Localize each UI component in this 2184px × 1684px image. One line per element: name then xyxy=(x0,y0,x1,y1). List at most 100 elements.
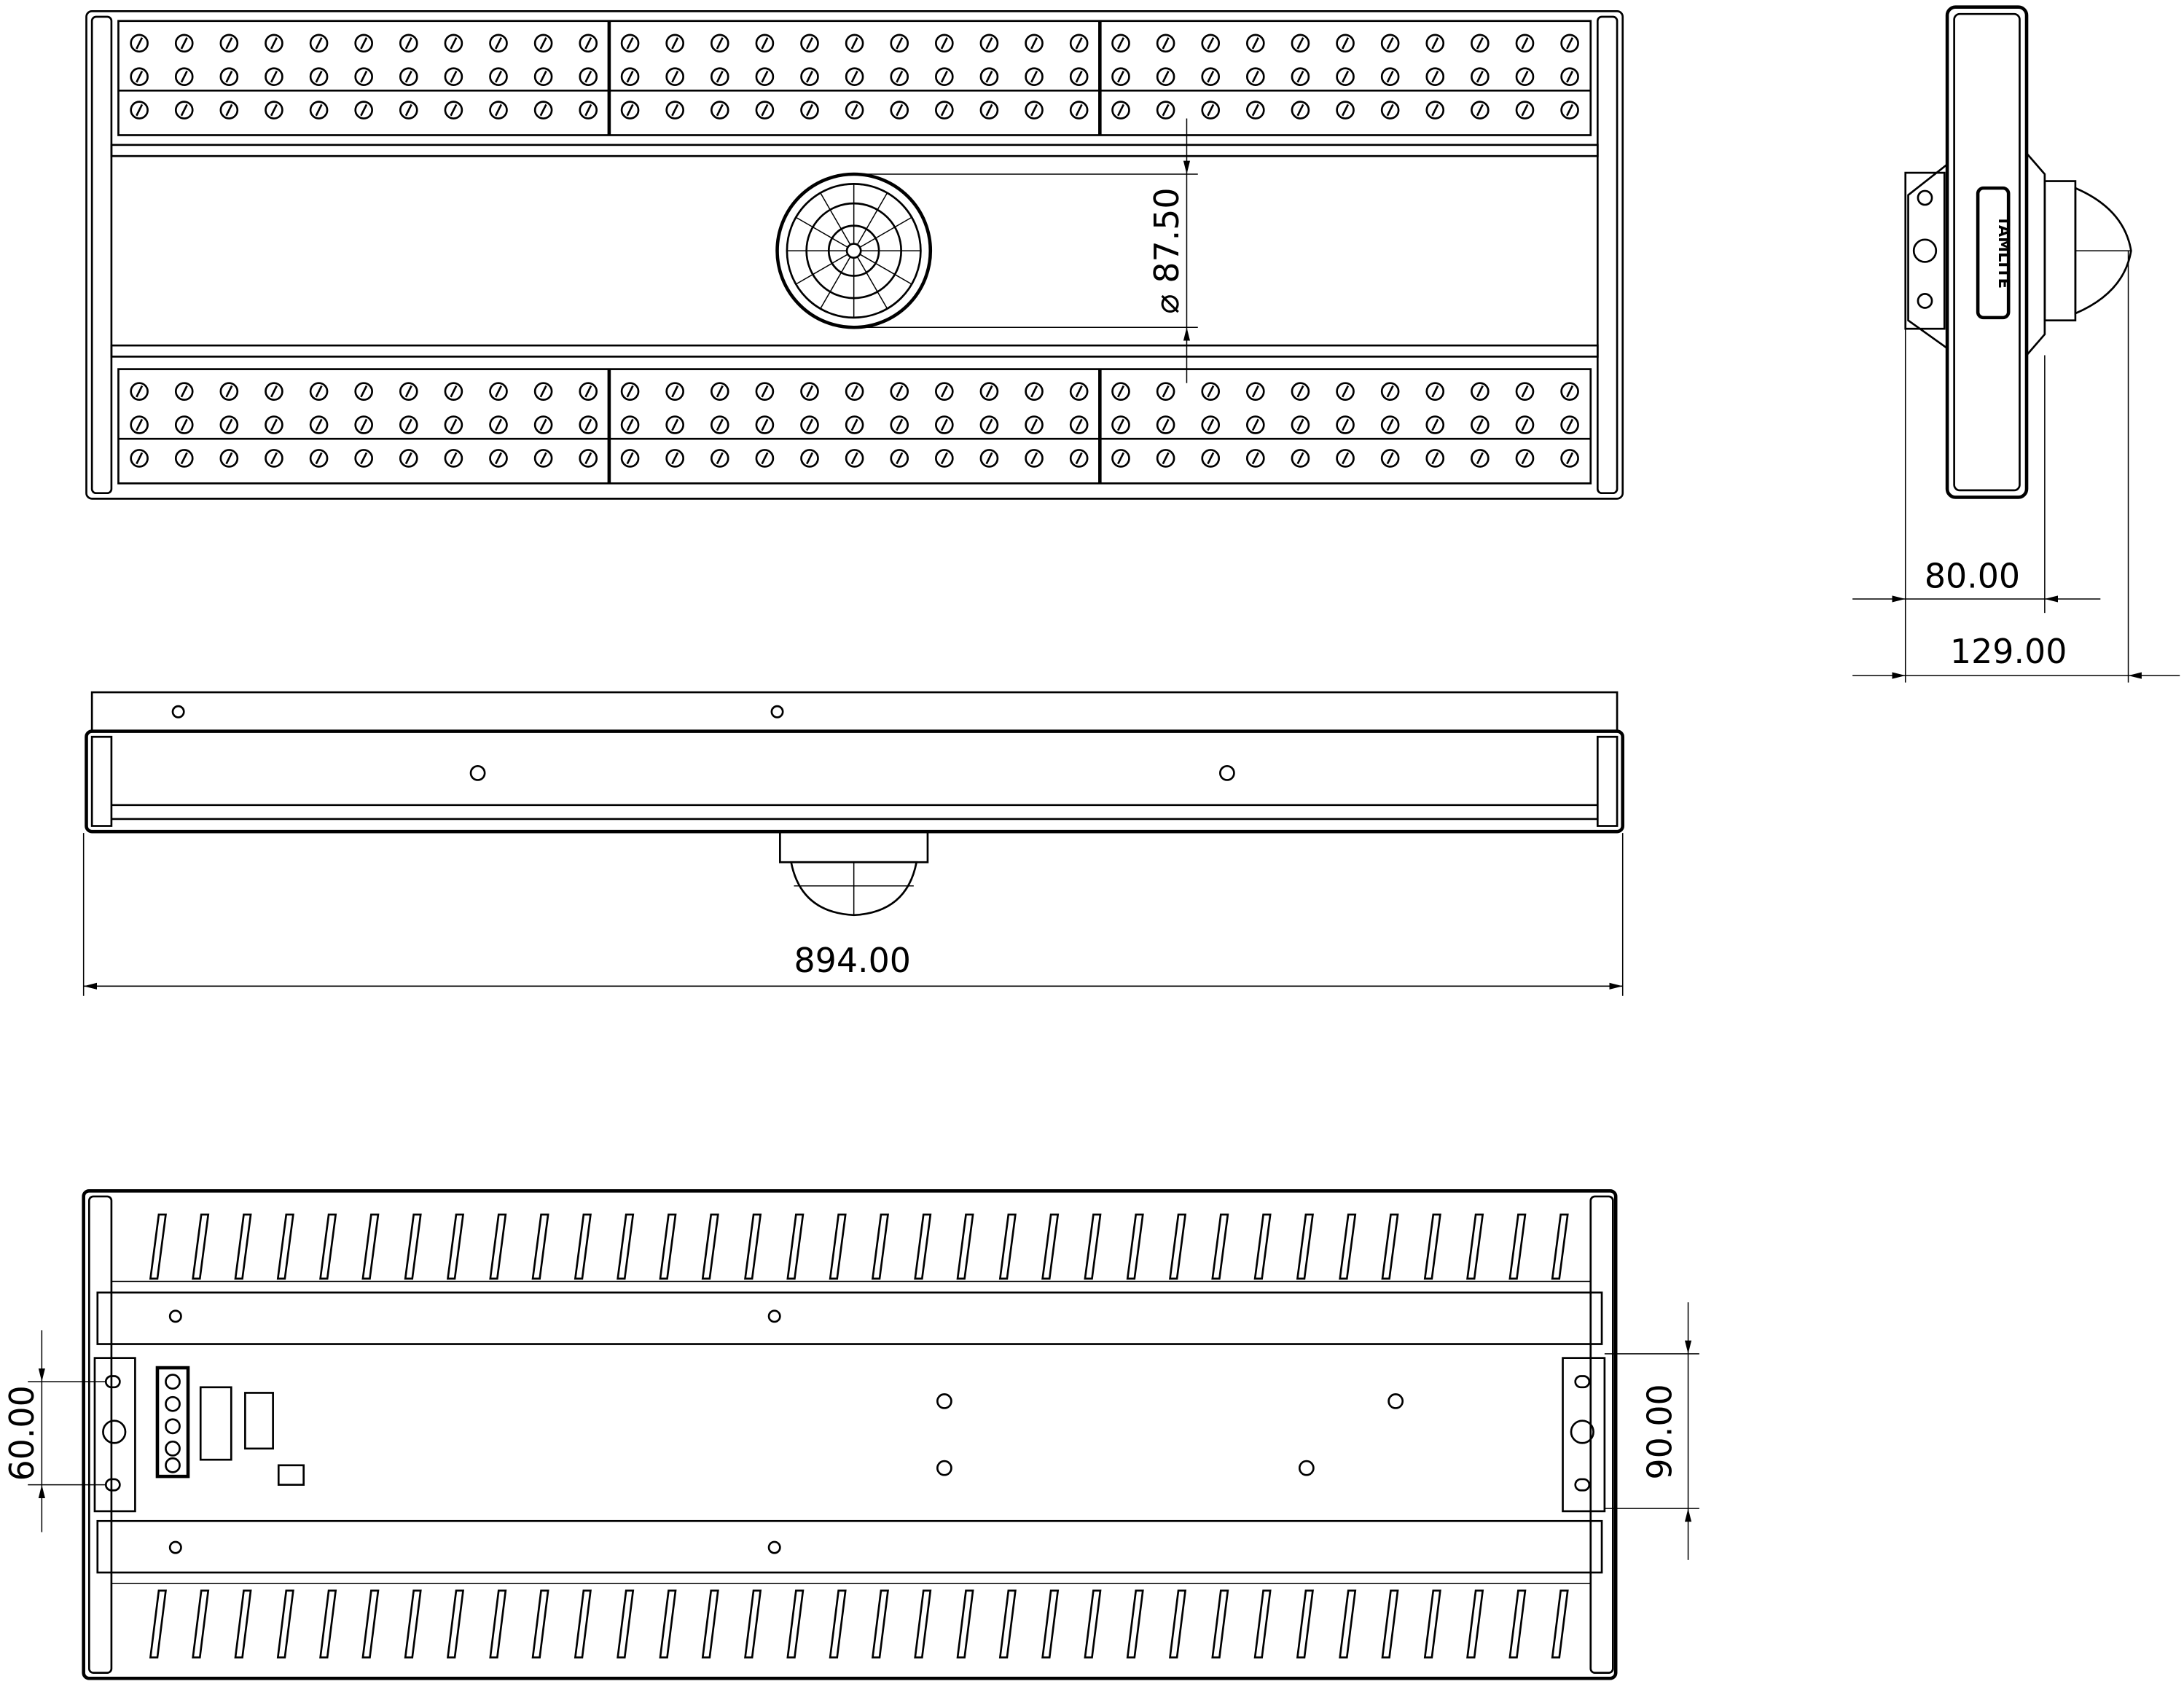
led xyxy=(1025,415,1044,434)
led xyxy=(1246,34,1265,53)
led xyxy=(444,449,463,468)
vent-slot xyxy=(871,1589,890,1658)
led xyxy=(174,415,194,434)
hole-spacing-label: 60.00 xyxy=(2,1385,42,1481)
led xyxy=(265,101,283,120)
led xyxy=(1201,449,1221,468)
vent-slot xyxy=(361,1589,380,1658)
led xyxy=(265,34,283,53)
led xyxy=(710,415,729,434)
led xyxy=(710,101,729,120)
led xyxy=(579,34,598,53)
vent-slot xyxy=(659,1589,677,1658)
vent-slot xyxy=(1296,1589,1314,1658)
led xyxy=(1560,382,1579,401)
vent-slot xyxy=(871,1213,890,1280)
led xyxy=(1560,101,1579,120)
led xyxy=(309,415,329,434)
led xyxy=(265,449,283,468)
led xyxy=(845,415,864,434)
led xyxy=(1025,67,1044,87)
led xyxy=(1111,382,1130,401)
led xyxy=(800,101,819,120)
led xyxy=(845,449,864,468)
vent-slot xyxy=(276,1213,294,1280)
led xyxy=(1560,415,1579,434)
led xyxy=(755,382,775,401)
led xyxy=(979,415,999,434)
led xyxy=(1111,101,1130,120)
total-depth-label: 129.00 xyxy=(1950,632,2067,671)
led xyxy=(174,101,194,120)
led xyxy=(1201,415,1221,434)
vent-slot xyxy=(319,1589,337,1658)
led xyxy=(1560,34,1579,53)
led xyxy=(219,415,239,434)
led xyxy=(489,67,508,87)
vent-slot xyxy=(489,1213,507,1280)
led xyxy=(1471,415,1490,434)
led xyxy=(1380,67,1400,87)
led xyxy=(309,449,329,468)
led xyxy=(800,67,819,87)
terminal-block xyxy=(155,1366,305,1486)
led xyxy=(579,382,598,401)
led xyxy=(1069,415,1089,434)
led xyxy=(1156,382,1175,401)
vent-slot xyxy=(956,1213,974,1280)
led xyxy=(1515,101,1535,120)
led xyxy=(665,101,684,120)
led xyxy=(935,67,954,87)
vent-slot xyxy=(914,1589,932,1658)
vent-slot xyxy=(914,1213,932,1280)
led xyxy=(1380,449,1400,468)
led xyxy=(174,449,194,468)
led xyxy=(579,415,598,434)
led xyxy=(979,34,999,53)
vent-slot xyxy=(659,1213,677,1280)
vent-slot xyxy=(361,1213,380,1280)
length-label: 894.00 xyxy=(794,941,911,980)
vent-slot xyxy=(1381,1213,1399,1280)
led xyxy=(533,67,553,87)
led xyxy=(665,415,684,434)
led xyxy=(1291,101,1310,120)
led xyxy=(620,449,640,468)
led xyxy=(890,415,909,434)
vent-slot xyxy=(192,1213,210,1280)
vent-slot xyxy=(319,1213,337,1280)
led xyxy=(1156,34,1175,53)
mounting-bracket-left xyxy=(93,1357,136,1513)
vent-slot xyxy=(998,1213,1017,1280)
led xyxy=(1380,382,1400,401)
led xyxy=(1246,67,1265,87)
led xyxy=(174,382,194,401)
vent-slot xyxy=(404,1589,422,1658)
led xyxy=(710,449,729,468)
vent-slot xyxy=(956,1589,974,1658)
led xyxy=(845,101,864,120)
led xyxy=(1380,101,1400,120)
led xyxy=(1336,67,1355,87)
led xyxy=(1291,449,1310,468)
led xyxy=(1471,67,1490,87)
led xyxy=(1560,449,1579,468)
vent-slot xyxy=(786,1589,805,1658)
led xyxy=(174,34,194,53)
vent-slot xyxy=(1126,1213,1144,1280)
vent-slot xyxy=(574,1213,592,1280)
led xyxy=(1515,415,1535,434)
vent-slot xyxy=(404,1213,422,1280)
led xyxy=(265,415,283,434)
vent-slot xyxy=(744,1589,762,1658)
led xyxy=(1515,382,1535,401)
led xyxy=(354,382,373,401)
led xyxy=(354,415,373,434)
vent-slot xyxy=(1551,1589,1569,1658)
led xyxy=(1069,101,1089,120)
top-view: ⌀ 87.50 xyxy=(85,10,1624,500)
led xyxy=(579,449,598,468)
vent-slot xyxy=(1041,1213,1060,1280)
led xyxy=(845,382,864,401)
